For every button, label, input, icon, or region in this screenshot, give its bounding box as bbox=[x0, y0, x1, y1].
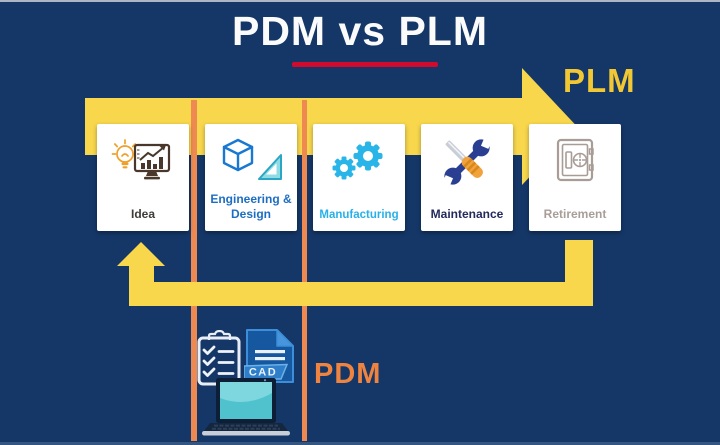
page-title: PDM vs PLM bbox=[231, 8, 489, 54]
pdm-scope-divider-left bbox=[191, 100, 197, 441]
cube-set-square-icon bbox=[205, 135, 297, 189]
stage-card-maintenance: Maintenance bbox=[421, 124, 513, 231]
laptop-icon bbox=[202, 378, 290, 436]
stage-label: Idea bbox=[130, 207, 155, 221]
plm-label: PLM bbox=[563, 62, 636, 99]
top-border-line bbox=[0, 0, 720, 2]
stage-label: Engineering & Design bbox=[210, 192, 292, 221]
stage-label: Retirement bbox=[543, 207, 607, 221]
cad-file-icon: CAD bbox=[244, 329, 294, 383]
lightbulb-chart-icon bbox=[97, 135, 189, 189]
title-underline bbox=[292, 62, 438, 67]
stage-card-manufacturing: Manufacturing bbox=[313, 124, 405, 231]
pdm-scope-divider-right bbox=[301, 100, 307, 441]
bottom-border-line bbox=[0, 442, 720, 445]
safe-icon bbox=[529, 135, 621, 189]
stage-card-idea: Idea bbox=[97, 124, 189, 231]
stage-label: Maintenance bbox=[430, 207, 504, 221]
stage-card-retirement: Retirement bbox=[529, 124, 621, 231]
wrench-screwdriver-icon bbox=[421, 135, 513, 189]
stage-label: Manufacturing bbox=[319, 208, 399, 221]
cad-banner-label: CAD bbox=[249, 367, 277, 379]
gears-icon bbox=[313, 135, 405, 189]
stage-card-engineering-design: Engineering & Design bbox=[205, 124, 297, 231]
pdm-label: PDM bbox=[314, 358, 382, 390]
